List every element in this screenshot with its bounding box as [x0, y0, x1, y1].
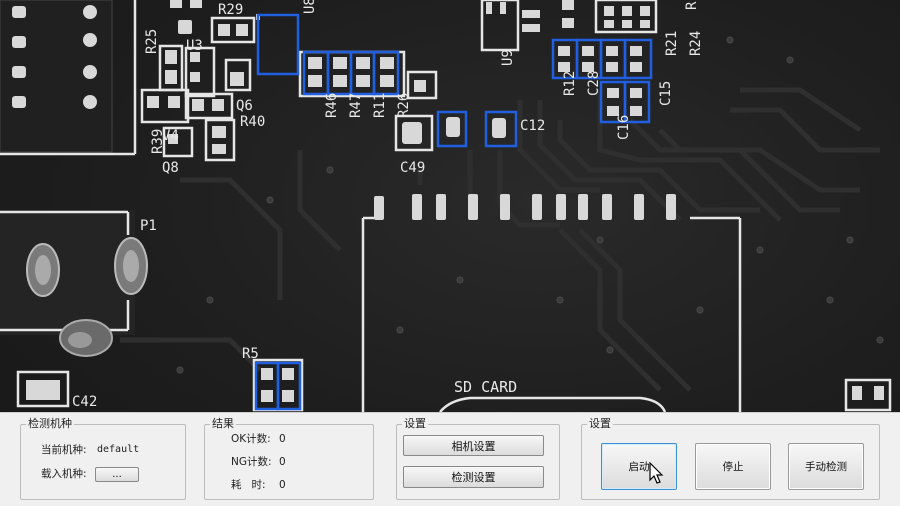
detection-boxes	[254, 13, 653, 411]
label-q6: Q6	[236, 98, 253, 114]
result-group-title: 结果	[210, 417, 236, 431]
current-model-label: 当前机种:	[41, 444, 87, 456]
label-r29: R29	[218, 2, 243, 18]
pcb-bottom-components	[16, 358, 892, 412]
ok-count-label: OK计数:	[231, 433, 271, 445]
label-r40: R40	[240, 114, 265, 130]
elapsed-time-value: 0	[279, 479, 286, 491]
label-p1: P1	[140, 218, 157, 234]
pcb-image: R29 U8 R25 U3 Q6 R40 V4 R39 Q8 R46 R47 R…	[0, 0, 892, 412]
label-r47: R47	[348, 93, 364, 118]
label-u9: U9	[500, 49, 516, 66]
stop-button[interactable]: 停止	[695, 443, 771, 490]
mouse-cursor-icon	[649, 462, 664, 484]
label-c42: C42	[72, 394, 97, 410]
control-group: 设置 启动 停止 手动检测	[581, 417, 880, 500]
start-button[interactable]: 启动	[601, 443, 677, 490]
ng-count-label: NG计数:	[231, 456, 272, 468]
label-u3: U3	[186, 38, 203, 54]
label-r25: R25	[144, 29, 160, 54]
settings-group-title: 设置	[402, 417, 428, 431]
label-r12: R12	[562, 71, 578, 96]
settings-group: 设置 相机设置 检测设置	[396, 417, 560, 500]
label-v4: V4	[162, 128, 179, 144]
control-group-title: 设置	[587, 417, 613, 431]
camera-settings-button[interactable]: 相机设置	[403, 435, 544, 456]
ng-count-value: 0	[279, 456, 286, 468]
detection-settings-button[interactable]: 检测设置	[403, 466, 544, 488]
pcb-p1-connector	[0, 210, 148, 357]
load-model-label: 载入机种:	[41, 468, 87, 480]
label-u8: U8	[302, 0, 318, 14]
label-r26: R26	[396, 93, 412, 118]
label-c16: C16	[616, 115, 632, 140]
manual-detect-button[interactable]: 手动检测	[788, 443, 864, 490]
ok-count-value: 0	[279, 433, 286, 445]
pcb-top-components	[140, 0, 658, 162]
label-r46: R46	[324, 93, 340, 118]
pcb-sd-card	[361, 194, 742, 412]
pcb-traces	[120, 87, 880, 392]
model-group: 检测机种 当前机种: default 载入机种: ...	[20, 417, 186, 500]
label-c49: C49	[400, 160, 425, 176]
label-r5: R5	[242, 346, 259, 362]
label-c12: C12	[520, 118, 545, 134]
label-q8: Q8	[162, 160, 179, 176]
pcb-connector-left	[0, 0, 137, 156]
label-r39: R39	[150, 129, 166, 154]
label-sd-card: SD CARD	[454, 378, 517, 396]
label-r21: R21	[664, 31, 680, 56]
model-group-title: 检测机种	[26, 417, 74, 431]
elapsed-time-label: 耗 时:	[231, 479, 266, 491]
label-r24: R24	[688, 31, 704, 56]
label-r11: R11	[372, 93, 388, 118]
control-panel: 检测机种 当前机种: default 载入机种: ... 结果 OK计数: 0 …	[0, 412, 900, 506]
label-r10: R10	[684, 0, 700, 10]
pcb-silkscreen-labels: R29 U8 R25 U3 Q6 R40 V4 R39 Q8 R46 R47 R…	[72, 0, 704, 410]
current-model-value: default	[97, 444, 140, 455]
result-group: 结果 OK计数: 0 NG计数: 0 耗 时: 0	[204, 417, 374, 500]
label-c28: C28	[586, 71, 602, 96]
browse-model-button[interactable]: ...	[95, 467, 139, 482]
pcb-vias	[176, 36, 884, 374]
label-c15: C15	[658, 81, 674, 106]
